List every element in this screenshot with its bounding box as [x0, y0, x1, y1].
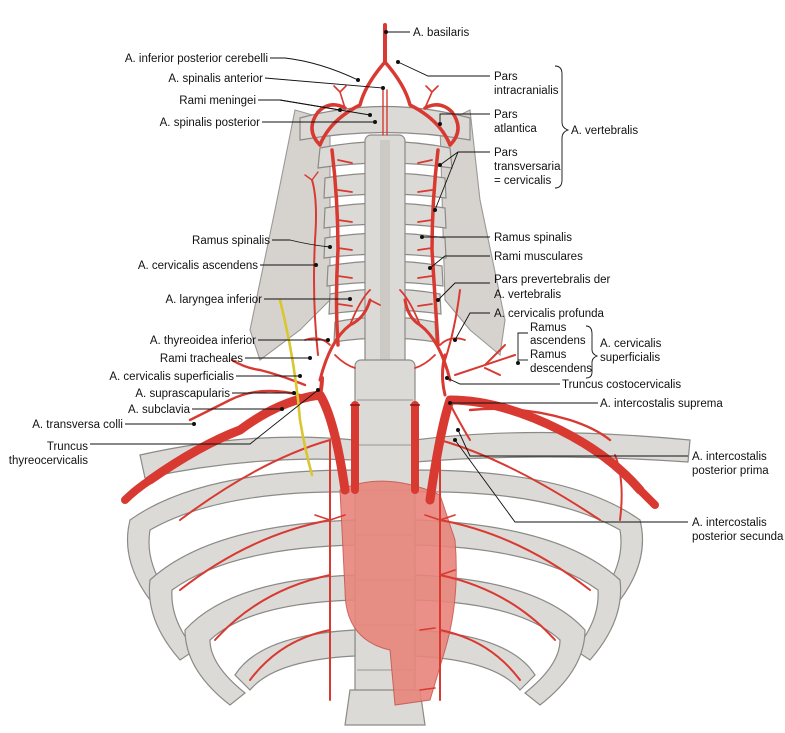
label-intercostalis-secunda-2: posterior secunda [692, 531, 784, 543]
label-ramus-spinalis-left: Ramus spinalis [192, 235, 270, 247]
transverse-cervical-right [468, 407, 612, 442]
label-intercostalis-secunda-1: A. intercostalis [692, 517, 767, 529]
laryngeal-branch-left [349, 289, 381, 326]
axillary-left [121, 476, 154, 504]
vertebral-artery-right-cervical [430, 148, 440, 347]
small-branches [314, 514, 456, 691]
intercostal-arteries-right [439, 439, 623, 701]
anterior-spinal-artery [382, 89, 388, 136]
label-inferior-posterior-cerebelli: A. inferior posterior cerebelli [125, 53, 268, 65]
label-rami-tracheales: Rami tracheales [160, 353, 243, 365]
phrenic-nerve [278, 298, 314, 477]
leader-lines [90, 30, 688, 523]
intercostal-arteries-left [179, 439, 331, 701]
label-pars-transversaria-3: = cervicalis [494, 175, 551, 187]
laryngeal-branch-right [399, 289, 421, 326]
label-subclavia: A. subclavia [128, 404, 191, 416]
label-pars-intracranialis-1: Pars [494, 71, 518, 83]
atlantic-loop-left [310, 103, 347, 147]
label-suprascapularis: A. suprascapularis [135, 388, 230, 400]
label-laryngea-inferior: A. laryngea inferior [165, 294, 262, 306]
label-ramus-descendens-2: descendens [530, 363, 592, 375]
label-thyreoidea-inferior: A. thyreoidea inferior [150, 335, 256, 347]
muscle-branch-left-top [304, 171, 319, 181]
label-pars-atlantica-1: Pars [494, 109, 518, 121]
thyrocervical-trunk-left [318, 376, 324, 397]
brace-cervicalis-superficialis [585, 325, 599, 379]
brace-vertebralis [554, 65, 570, 189]
label-cervicalis-superficialis-right-2: superficialis [600, 352, 660, 364]
label-spinalis-posterior: A. spinalis posterior [160, 117, 261, 129]
label-rami-musculares: Rami musculares [494, 251, 583, 263]
label-cervicalis-ascendens: A. cervicalis ascendens [138, 260, 258, 272]
label-ramus-ascendens-2: ascendens [530, 335, 586, 347]
subclavian-artery-left [145, 390, 350, 495]
spinal-branches-left [337, 159, 353, 307]
aortic-arch [339, 480, 457, 706]
axillary-right [636, 486, 659, 509]
label-ramus-ascendens-1: Ramus [530, 322, 567, 334]
label-intercostalis-prima-1: A. intercostalis [692, 451, 767, 463]
label-pars-transversaria-1: Pars [494, 147, 518, 159]
vertebral-artery-left-intracranial [318, 60, 387, 147]
label-truncus-costocervicalis: Truncus costocervicalis [562, 379, 681, 391]
label-pars-prevertebralis-1: Pars prevertebralis der [494, 274, 610, 286]
label-ramus-descendens-1: Ramus [530, 349, 567, 361]
label-transversa-colli: A. transversa colli [32, 419, 123, 431]
label-pars-intracranialis-2: intracranialis [494, 85, 559, 97]
tracheal-branches-left [304, 337, 356, 369]
spinal-branches-right [417, 159, 433, 307]
label-vertebralis: A. vertebralis [571, 125, 638, 137]
label-truncus-thyreocervicalis-2: thyreocervicalis [9, 455, 88, 467]
clavicle-right [414, 431, 691, 463]
label-intercostalis-suprema: A. intercostalis suprema [600, 398, 723, 410]
labels-left: A. inferior posterior cerebelli A. spina… [9, 53, 270, 467]
label-rami-meningei: Rami meningei [179, 95, 256, 107]
labels-right: Pars intracranialis Pars atlantica A. ve… [494, 71, 784, 543]
deep-cervical-right [444, 289, 461, 361]
label-basilaris: A. basilaris [413, 27, 469, 39]
transverse-cervical-left [230, 358, 307, 387]
label-pars-prevertebralis-2: A. vertebralis [494, 289, 561, 301]
vertebral-artery-left-cervical [330, 148, 340, 347]
supreme-intercostal-right [447, 399, 471, 441]
label-pars-transversaria-2: transversaria [494, 161, 561, 173]
superficial-cervical-right [454, 344, 516, 376]
label-intercostalis-prima-2: posterior prima [692, 465, 769, 477]
label-spinalis-anterior: A. spinalis anterior [168, 73, 263, 85]
label-cervicalis-superficialis-right-1: A. cervicalis [600, 338, 662, 350]
suprascapular-left [188, 389, 302, 422]
label-cervicalis-profunda: A. cervicalis profunda [494, 308, 605, 320]
costocervical-trunk-right [441, 353, 447, 397]
meningeal-branch-left [333, 85, 347, 109]
label-ramus-spinalis-right: Ramus spinalis [494, 232, 572, 244]
label-cervicalis-superficialis-left: A. cervicalis superficialis [109, 371, 234, 383]
vertebral-artery-right-intracranial [383, 60, 452, 147]
meningeal-branch-right [424, 85, 439, 109]
label-truncus-thyreocervicalis-1: Truncus [47, 441, 88, 453]
label-pars-atlantica-2: atlantica [494, 123, 537, 135]
arteries [121, 23, 659, 701]
labels-top: A. basilaris [413, 27, 469, 39]
ribs-left [126, 469, 356, 706]
atlantic-loop-right [423, 103, 460, 147]
